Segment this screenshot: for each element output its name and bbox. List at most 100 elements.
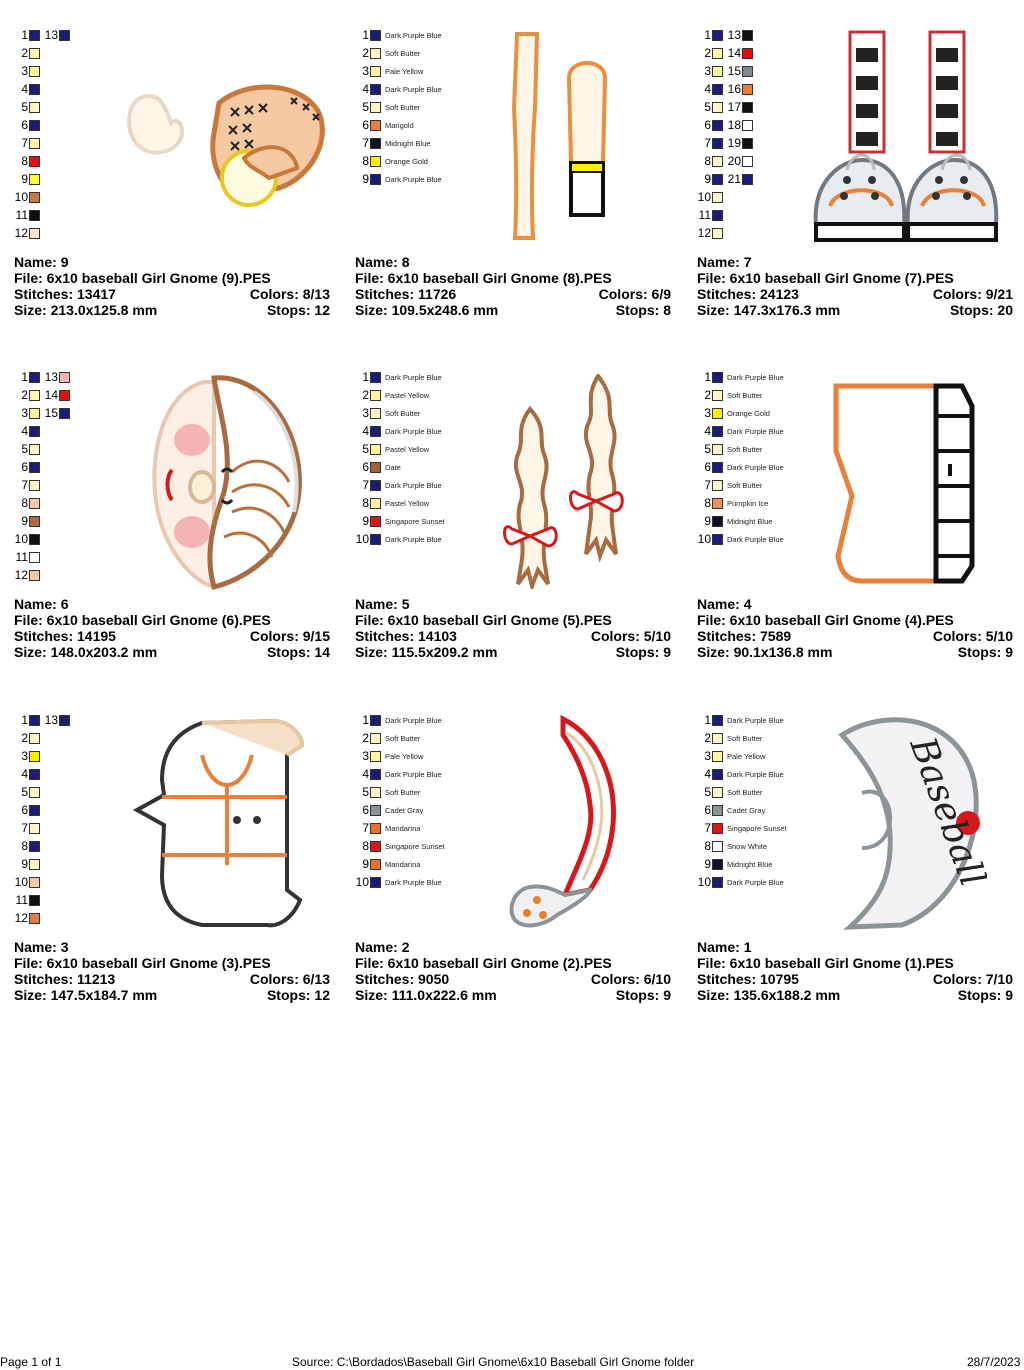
swatch-row: 2 — [14, 729, 40, 747]
design-size: Size: 148.0x203.2 mm — [14, 644, 158, 660]
swatch-number: 3 — [21, 64, 28, 78]
color-swatch — [370, 173, 381, 185]
swatch-number: 8 — [362, 496, 369, 510]
swatch-row: 18 — [727, 116, 753, 134]
swatch-number: 11 — [15, 208, 28, 222]
swatch-number: 4 — [362, 424, 369, 438]
color-swatch — [370, 389, 381, 401]
swatch-row: 11 — [14, 891, 40, 909]
color-swatch — [370, 101, 381, 113]
swatch-number: 4 — [704, 767, 711, 781]
thread-name: Dark Purple Blue — [385, 30, 442, 40]
color-swatch — [712, 840, 723, 852]
color-swatch — [370, 515, 381, 527]
design-size: Size: 115.5x209.2 mm — [355, 644, 498, 660]
swatch-row: 11 — [14, 548, 40, 566]
swatch-row: 5 — [697, 98, 723, 116]
color-swatch — [712, 479, 723, 491]
color-swatch — [29, 876, 40, 888]
swatch-number: 8 — [704, 496, 711, 510]
thread-name: Dark Purple Blue — [727, 715, 784, 725]
thread-name: Singapore Sunset — [385, 516, 445, 526]
stop-count: Stops: 8 — [615, 302, 671, 318]
swatch-number: 2 — [362, 388, 369, 402]
swatch-row: 2 — [14, 386, 40, 404]
color-count: Colors: 9/21 — [932, 286, 1013, 302]
swatch-row: 13 — [44, 711, 70, 729]
color-swatch — [712, 497, 723, 509]
swatch-number: 5 — [21, 785, 28, 799]
swatch-number: 4 — [362, 767, 369, 781]
thread-name: Dark Purple Blue — [385, 715, 442, 725]
swatch-row: 3 — [14, 404, 40, 422]
color-swatch — [29, 569, 40, 581]
swatch-number: 3 — [362, 406, 369, 420]
color-swatch — [712, 768, 723, 780]
color-swatch — [370, 840, 381, 852]
swatch-row: 13 — [727, 26, 753, 44]
color-swatch — [712, 209, 723, 221]
thread-name: Soft Butter — [727, 480, 763, 490]
color-swatch — [370, 750, 381, 762]
color-swatch — [712, 371, 723, 383]
thread-name: Dark Purple Blue — [385, 877, 442, 887]
swatch-number: 15 — [44, 406, 58, 420]
swatch-number: 4 — [21, 767, 28, 781]
swatch-row: 2 — [697, 44, 723, 62]
swatch-row: 4 — [14, 80, 40, 98]
design-size: Size: 109.5x248.6 mm — [355, 302, 499, 318]
stitch-count: Stitches: 14103 — [355, 628, 457, 644]
swatch-number: 11 — [15, 550, 28, 564]
color-swatch — [712, 29, 723, 41]
swatch-number: 18 — [727, 118, 741, 132]
color-count: Colors: 5/10 — [590, 628, 671, 644]
swatch-row: 9 — [14, 855, 40, 873]
swatch-row: 6 — [14, 116, 40, 134]
thread-name: Pumpkin Ice — [727, 498, 769, 508]
swatch-row: 1 — [14, 711, 40, 729]
swatch-row: 21 — [727, 170, 753, 188]
swatch-number: 13 — [44, 713, 58, 727]
swatch-row: 11 — [14, 206, 40, 224]
swatch-number: 8 — [362, 154, 369, 168]
color-swatch — [29, 768, 40, 780]
swatch-number: 10 — [14, 875, 28, 889]
swatch-row: 5 — [14, 440, 40, 458]
thread-name: Soft Butter — [385, 48, 421, 58]
swatch-number: 10 — [355, 875, 369, 889]
thread-name: Soft Butter — [727, 390, 763, 400]
thread-name: Pale Yellow — [727, 751, 766, 761]
color-swatch — [370, 714, 381, 726]
thread-name: Dark Purple Blue — [727, 462, 784, 472]
thread-name: Soft Butter — [385, 787, 421, 797]
swatch-number: 6 — [704, 460, 711, 474]
swatch-row: 19 — [727, 134, 753, 152]
swatch-number: 1 — [362, 713, 369, 727]
swatch-number: 1 — [362, 370, 369, 384]
color-swatch — [59, 371, 70, 383]
color-swatch — [29, 371, 40, 383]
design-name: Name: 2 — [355, 939, 410, 955]
design-file: File: 6x10 baseball Girl Gnome (6).PES — [14, 612, 271, 628]
color-swatch — [742, 155, 753, 167]
swatch-row: 3 — [14, 747, 40, 765]
design-name: Name: 7 — [697, 254, 752, 270]
color-swatch — [29, 209, 40, 221]
color-swatch — [370, 732, 381, 744]
swatch-number: 4 — [21, 82, 28, 96]
